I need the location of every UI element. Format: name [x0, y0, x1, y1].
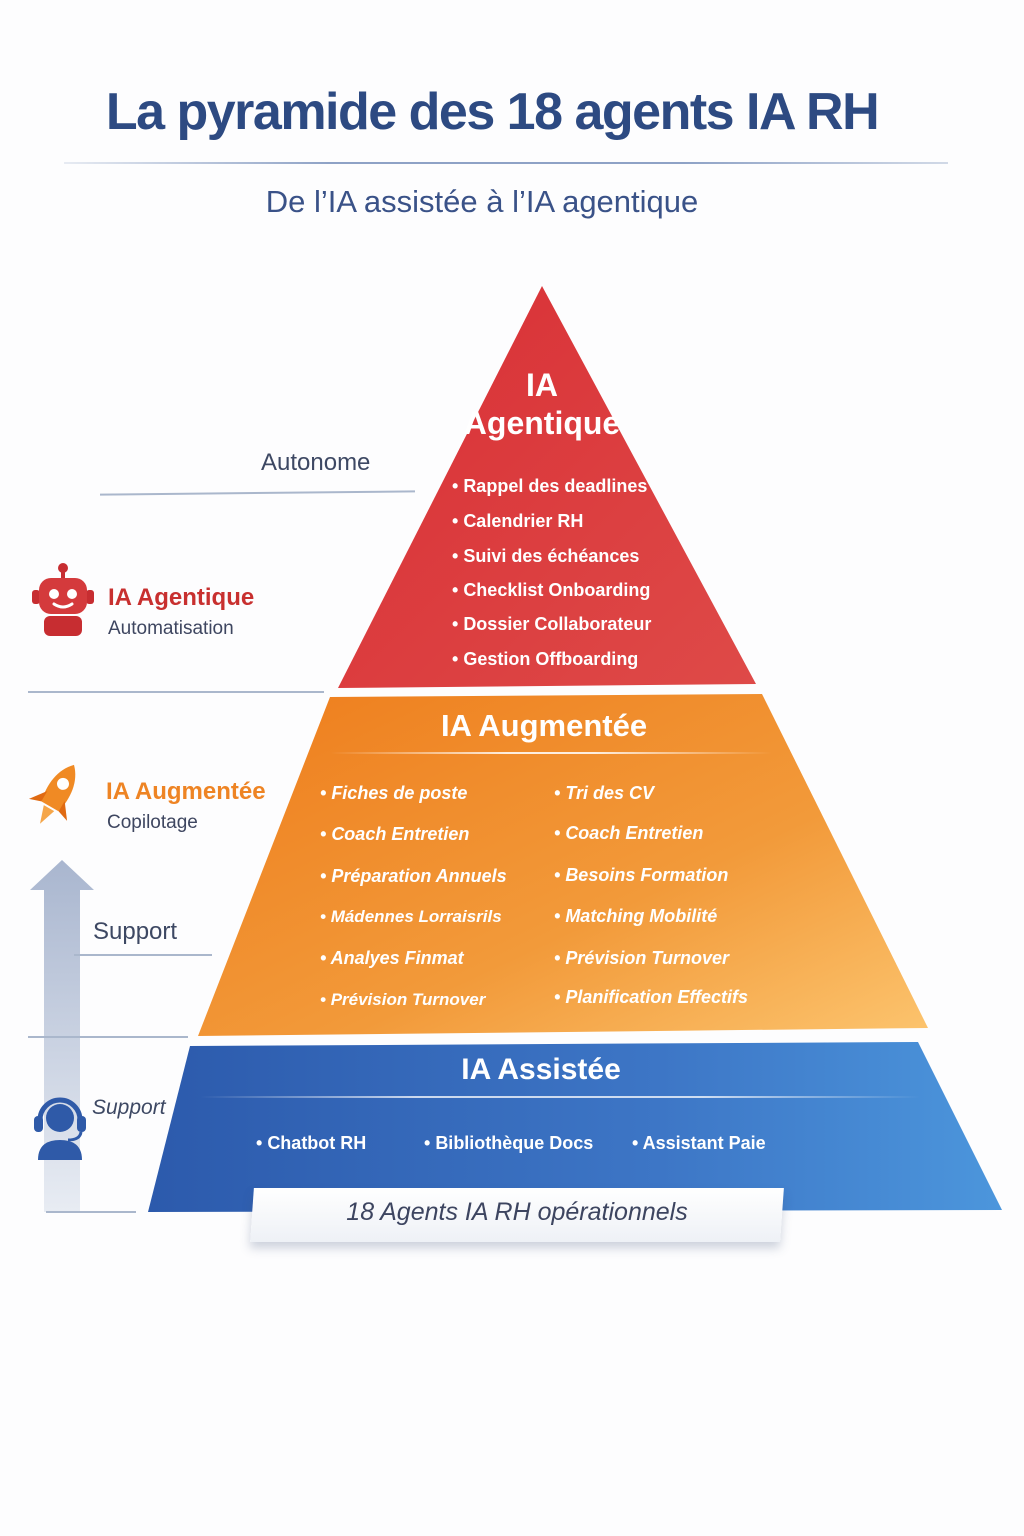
tier-agentique-title: IA Agentique: [463, 367, 621, 441]
headset-user-icon: [30, 1094, 90, 1160]
augmentee-left-item-5: Analyes Finmat: [320, 948, 464, 969]
augmentee-left-item-2: Coach Entretien: [320, 824, 469, 845]
title-divider: [64, 162, 948, 164]
tier-augmentee-title: IA Augmentée: [440, 708, 648, 743]
base-rule: [46, 1211, 136, 1213]
agentique-item-6: Gestion Offboarding: [452, 649, 638, 670]
page-title: La pyramide des 18 agents IA RH: [105, 83, 880, 141]
side-agentique-sub: Automatisation: [108, 618, 234, 639]
assistee-title-rule: [200, 1096, 920, 1098]
autonomy-label: Autonome: [261, 449, 371, 476]
augmentee-left-item-4: Mádennes Lorraisrils: [320, 907, 502, 927]
support-bottom-label: Support: [92, 1096, 166, 1119]
augmentee-right-item-3: Besoins Formation: [554, 865, 728, 886]
augmentee-right-item-6: Planification Effectifs: [554, 987, 748, 1008]
augmentee-left-item-1: Fiches de poste: [320, 783, 467, 804]
agentique-item-3: Suivi des échéances: [452, 546, 639, 567]
agentique-rule: [28, 691, 324, 693]
rocket-icon: [28, 756, 84, 836]
augmentee-rule: [28, 1036, 188, 1038]
side-augmentee-title: IA Augmentée: [106, 778, 266, 805]
side-agentique-title: IA Agentique: [108, 584, 255, 611]
side-augmentee-sub: Copilotage: [107, 812, 198, 833]
tier-assistee-title: IA Assistée: [461, 1053, 621, 1086]
assistee-item-2: Bibliothèque Docs: [424, 1133, 593, 1154]
augmentee-right-item-5: Prévision Turnover: [554, 948, 729, 969]
augmentee-left-item-6: Prévision Turnover: [320, 990, 486, 1010]
robot-icon: [30, 562, 96, 636]
footer-text: 18 Agents IA RH opérationnels: [346, 1198, 688, 1226]
augmentee-left-item-3: Préparation Annuels: [320, 866, 506, 887]
support-rule: [74, 954, 212, 956]
agentique-item-2: Calendrier RH: [452, 511, 583, 532]
augmentee-title-rule: [330, 752, 772, 754]
agentique-item-4: Checklist Onboarding: [452, 580, 650, 601]
augmentee-right-item-2: Coach Entretien: [554, 823, 703, 844]
assistee-item-3: Assistant Paie: [632, 1133, 766, 1154]
assistee-item-1: Chatbot RH: [256, 1133, 366, 1154]
page-subtitle: De l’IA assistée à l’IA agentique: [265, 184, 699, 219]
augmentee-right-item-1: Tri des CV: [554, 783, 654, 804]
agentique-item-5: Dossier Collaborateur: [452, 614, 651, 635]
augmentee-right-item-4: Matching Mobilité: [554, 906, 717, 927]
support-label: Support: [93, 918, 178, 945]
agentique-item-1: Rappel des deadlines: [452, 476, 647, 497]
tier-assistee-shape: [148, 1042, 1002, 1212]
